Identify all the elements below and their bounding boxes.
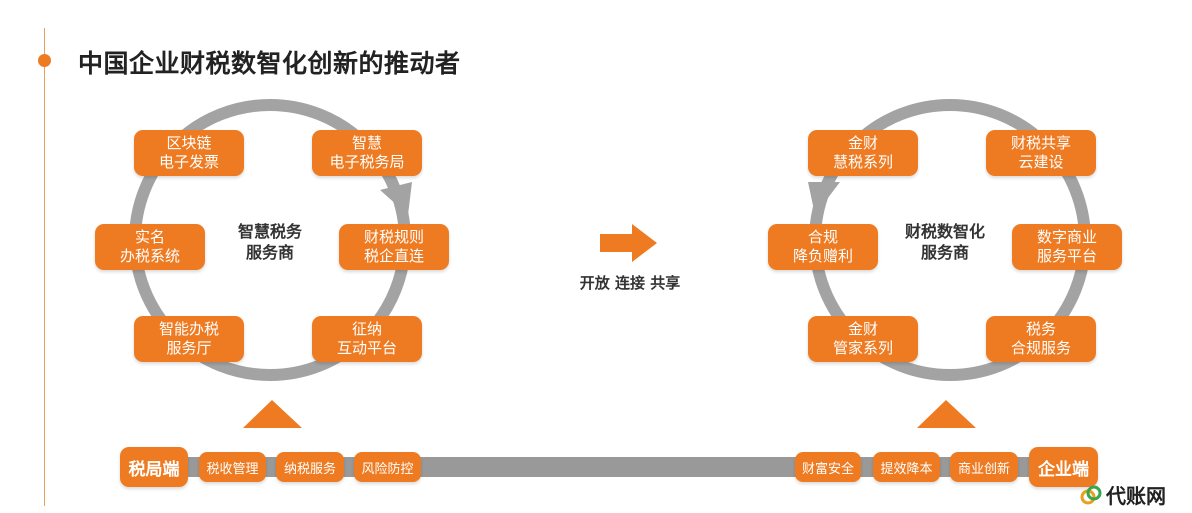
left-cycle-arrowhead	[380, 182, 412, 215]
center-line: 服务商	[245, 243, 294, 262]
right-box-shared-cloud: 财税共享云建设	[986, 130, 1096, 176]
logo-icon	[1080, 485, 1102, 504]
right-box-huishui-series: 金财慧税系列	[808, 130, 918, 176]
box-line: 征纳	[351, 320, 382, 338]
box-line: 合规服务	[1010, 339, 1071, 357]
bottom-item: 商业创新	[950, 452, 1018, 482]
box-line: 财税规则	[363, 228, 424, 246]
right-box-digital-commerce: 数字商业服务平台	[1012, 224, 1122, 270]
left-box-smart-tax-bureau: 智慧电子税务局	[312, 130, 422, 176]
box-line: 互动平台	[336, 339, 397, 357]
box-line: 服务平台	[1036, 247, 1097, 265]
box-line: 服务厅	[166, 339, 212, 357]
box-line: 电子发票	[158, 153, 219, 171]
right-box-tax-compliance: 税务合规服务	[986, 316, 1096, 362]
bottom-item: 纳税服务	[276, 452, 344, 482]
timeline-line	[44, 28, 45, 506]
box-line: 慧税系列	[832, 153, 893, 171]
box-line: 区块链	[166, 134, 212, 152]
right-cycle-arrowhead	[808, 182, 840, 215]
box-line: 降负赠利	[792, 247, 853, 265]
left-cycle-center: 智慧税务服务商	[210, 221, 330, 263]
box-line: 电子税务局	[329, 153, 405, 171]
box-line: 金财	[847, 320, 878, 338]
middle-arrow	[600, 224, 657, 262]
center-line: 财税数智化	[904, 222, 985, 241]
box-line: 税务	[1025, 320, 1056, 338]
box-line: 税企直连	[363, 247, 424, 265]
left-box-realname-system: 实名办税系统	[95, 224, 205, 270]
left-box-blockchain-invoice: 区块链电子发票	[134, 130, 244, 176]
page-title: 中国企业财税数智化创新的推动者	[78, 49, 461, 78]
box-line: 智慧	[351, 134, 382, 152]
enterprise-end: 企业端	[1029, 447, 1098, 487]
box-line: 智能办税	[158, 320, 219, 338]
bullet-dot	[38, 54, 51, 67]
center-line: 智慧税务	[237, 222, 302, 241]
box-line: 数字商业	[1036, 228, 1097, 246]
box-line: 管家系列	[832, 339, 893, 357]
bottom-item: 风险防控	[354, 452, 421, 482]
bottom-item: 税收管理	[199, 452, 266, 482]
bottom-item: 财富安全	[795, 452, 861, 482]
logo-text: 代账网	[1106, 484, 1166, 508]
box-line: 实名	[134, 228, 165, 246]
box-line: 金财	[847, 134, 878, 152]
center-line: 服务商	[920, 243, 969, 262]
watermark-logo: 代账网	[1080, 480, 1166, 509]
right-up-triangle	[917, 400, 976, 428]
right-cycle-center: 财税数智化服务商	[885, 221, 1005, 263]
left-box-tax-rules: 财税规则税企直连	[339, 224, 449, 270]
left-box-smart-service-hall: 智能办税服务厅	[134, 316, 244, 362]
box-line: 财税共享	[1010, 134, 1071, 152]
box-line: 云建设	[1018, 153, 1064, 171]
box-line: 办税系统	[119, 247, 180, 265]
left-up-triangle	[243, 400, 302, 428]
right-box-compliance: 合规降负赠利	[768, 224, 878, 270]
middle-caption: 开放 连接 共享	[579, 274, 681, 292]
right-box-steward-series: 金财管家系列	[808, 316, 918, 362]
left-box-interaction-platform: 征纳互动平台	[312, 316, 422, 362]
tax-bureau-end: 税局端	[120, 447, 188, 487]
bottom-item: 提效降本	[873, 452, 940, 482]
box-line: 合规	[807, 228, 838, 246]
